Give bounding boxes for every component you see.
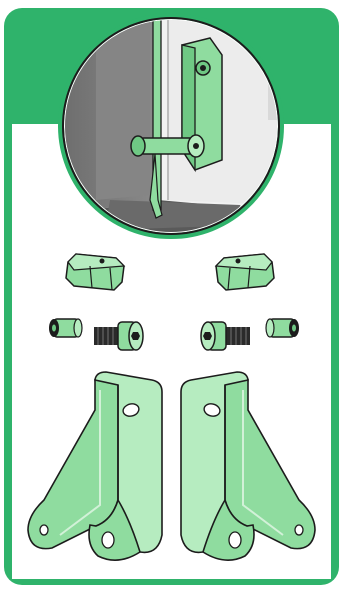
angle-bracket-right-icon [180, 371, 316, 561]
hinge-closeup-icon [58, 13, 284, 239]
hex-standoff-left-icon [65, 253, 126, 291]
socket-head-bolt-right-icon [200, 321, 250, 351]
set-screw-left-icon [49, 318, 83, 338]
set-screw-right-icon [265, 318, 299, 338]
socket-head-bolt-left-icon [94, 321, 144, 351]
hex-standoff-right-icon [214, 253, 275, 291]
angle-bracket-left-icon [27, 371, 163, 561]
